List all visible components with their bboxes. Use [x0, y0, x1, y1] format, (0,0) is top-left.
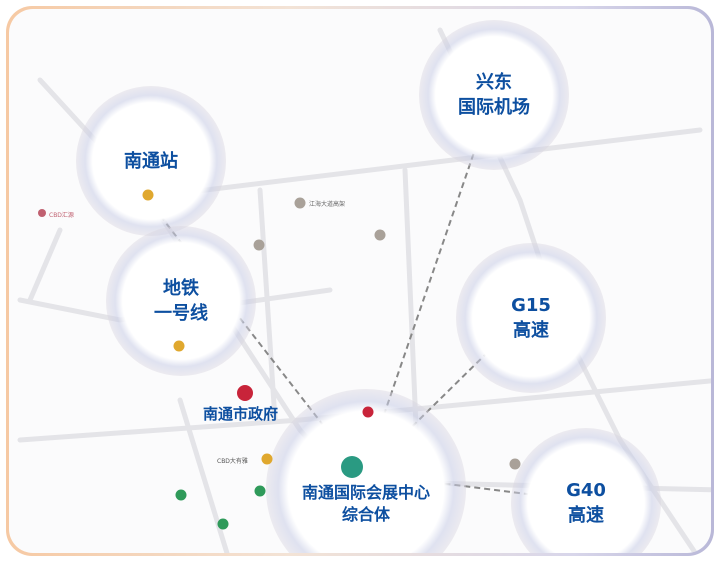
exhibition-center-icon [341, 456, 363, 478]
government-star-icon [237, 385, 253, 401]
hub-label: 兴东 [476, 72, 512, 93]
park-icon [254, 485, 266, 497]
road [177, 397, 230, 553]
hub-label: 南通国际会展中心 [301, 483, 430, 502]
hub-label: 高速 [512, 320, 549, 341]
cbd-label: CBD大有雅 [217, 458, 248, 465]
cbd-west-label: CBD汇源 [49, 212, 74, 219]
poi-icon [294, 197, 306, 209]
hub-metro-line-1: 地铁一号线 [136, 256, 226, 346]
map-card-frame: 南通站 兴东国际机场 地铁一号线 G15 高速 G40 高速 南通国际会展中心综合体… [6, 6, 714, 556]
road [257, 187, 278, 423]
road [27, 227, 63, 303]
viaduct-label: 江海大道高架 [309, 201, 346, 208]
hub-label: 南通站 [124, 150, 178, 172]
poi-icon [509, 458, 521, 470]
road [137, 127, 703, 201]
hub-label: G15 [511, 295, 551, 316]
hub-g15: G15 高速 [486, 273, 576, 363]
hub-label: 一号线 [154, 303, 208, 324]
hub-label: 高速 [567, 505, 604, 526]
government-label: 南通市政府 [203, 405, 279, 423]
station-pin-icon [142, 189, 154, 201]
poi-icon [173, 340, 185, 352]
map-card: 南通站 兴东国际机场 地铁一号线 G15 高速 G40 高速 南通国际会展中心综合体… [9, 9, 711, 553]
poi-icon [362, 406, 374, 418]
halo [76, 86, 226, 236]
halo [511, 428, 661, 553]
poi-icon [261, 453, 273, 465]
halo [456, 243, 606, 393]
hub-label: 综合体 [341, 505, 390, 524]
hub-exhibition-center: 南通国际会展中心综合体 [281, 474, 451, 534]
park-icon [217, 518, 229, 530]
hub-g40: G40 高速 [541, 458, 631, 548]
hub-nantong-station: 南通站 [106, 116, 196, 206]
hub-label: 地铁 [163, 278, 199, 299]
hub-label: G40 [566, 480, 606, 501]
poi-icon [374, 229, 386, 241]
halo [419, 20, 569, 170]
poi-icon [38, 209, 46, 217]
hub-xingdong-airport: 兴东国际机场 [449, 50, 539, 140]
poi-icon [253, 239, 265, 251]
hub-label: 国际机场 [458, 97, 530, 118]
park-icon [175, 489, 187, 501]
